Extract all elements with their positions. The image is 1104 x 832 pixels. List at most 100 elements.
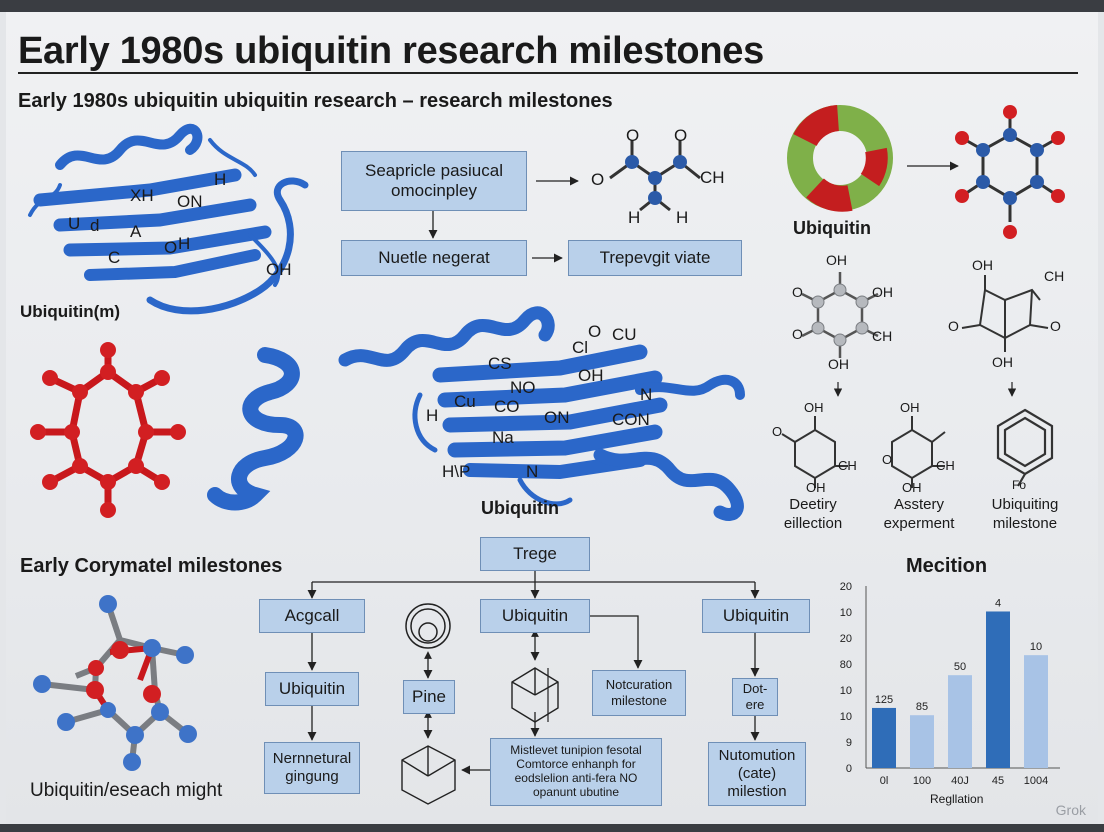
atom-label: O (882, 452, 893, 467)
atom-label: OH (578, 366, 604, 385)
atom-label: O (792, 284, 803, 300)
atom-label: CH (838, 458, 857, 473)
y-tick-label: 9 (846, 737, 852, 749)
atom-label: H (628, 208, 641, 227)
flow-box-notcuration: Notcuration milestone (592, 670, 686, 716)
protein-ribbon-topleft (28, 123, 309, 315)
grok-watermark: Grok (1055, 802, 1086, 818)
atom-label: U (68, 214, 81, 233)
molecule-b (961, 275, 1049, 352)
bar-value-label: 85 (916, 701, 928, 713)
flow-box-dot-ere: Dot- ere (732, 678, 778, 716)
top-frame (0, 0, 1104, 12)
atom-label: OH (266, 260, 292, 279)
mol-caption-ubiquiting: Ubiquiting milestone (991, 496, 1059, 532)
flow-box-ubiquitin-1: Ubiquitin (265, 672, 359, 706)
molecule-e (996, 408, 1054, 487)
y-tick-label: 20 (840, 633, 852, 645)
bottom-left-heading: Early Corymatel milestones (20, 555, 283, 577)
flow-box-seapricle: Seapricle pasiucal omocinpley (341, 151, 527, 211)
atom-label: ON (177, 192, 203, 211)
atom-label: N (526, 462, 539, 481)
atom-label: Na (492, 428, 514, 447)
atom-label: H\P (442, 462, 471, 481)
flow-box-ubiquitin-3: Ubiquitin (702, 599, 810, 633)
protein-ribbon-center (338, 306, 745, 521)
atom-label: H (676, 208, 689, 227)
flow-box-pine: Pine (403, 680, 455, 714)
bar-value-label: 10 (1030, 641, 1042, 653)
atom-label: O (772, 424, 783, 439)
atom-label: O (792, 326, 803, 342)
atom-label: O (948, 318, 959, 334)
atom-label: O (674, 126, 688, 145)
chart-bar (986, 611, 1010, 768)
x-tick-label: 100 (913, 775, 931, 787)
chart-bar (948, 675, 972, 768)
atom-label: CO (494, 397, 520, 416)
atom-label: OH (872, 284, 893, 300)
flow-box-ubiquitin-2: Ubiquitin (480, 599, 590, 633)
atom-label: Cu (454, 392, 476, 411)
ring-caption: Ubiquitin (793, 218, 871, 238)
x-tick-label: 1004 (1024, 775, 1048, 787)
y-tick-label: 20 (840, 581, 852, 593)
chart-bar (910, 715, 934, 768)
bar-value-label: 50 (954, 661, 966, 673)
ball-stick-molecule (33, 595, 197, 771)
y-tick-label: 10 (840, 711, 852, 723)
chart-bar (872, 707, 896, 768)
red-ring-molecule (30, 342, 186, 518)
atom-label: O (1050, 318, 1061, 334)
flow-box-acgcall: Acgcall (259, 599, 365, 633)
y-tick-label: 0 (846, 763, 852, 775)
protein-caption: Ubiquitin(m) (20, 302, 121, 321)
atom-label: d (90, 216, 100, 235)
chart-xlabel: Regllation (930, 792, 984, 806)
atom-label: XH (130, 186, 154, 205)
atom-label: CON (612, 410, 650, 429)
atom-label: H (214, 170, 227, 189)
atom-label: Cl (572, 338, 589, 357)
molecule-d (891, 416, 946, 488)
atom-label: ON (544, 408, 570, 427)
atom-label: OH (804, 400, 824, 415)
atom-label: Fo (1012, 478, 1027, 492)
atom-label: O (626, 126, 640, 145)
small-molecule-topcenter (609, 140, 701, 212)
atom-label: CH (872, 328, 893, 344)
x-tick-label: 40J (951, 775, 969, 787)
molecule-c (781, 416, 848, 488)
atom-label: O (591, 170, 605, 189)
flow-box-mistlevet: Mistlevet tunipion fesotal Comtorce enha… (490, 738, 662, 806)
y-tick-label: 10 (840, 685, 852, 697)
atom-label: CS (488, 354, 512, 373)
bar-value-label: 125 (875, 694, 893, 706)
cube-icon-left (401, 745, 456, 805)
atom-label: CH (936, 458, 955, 473)
atom-label: OH (972, 257, 993, 273)
mol-caption-asstery: Asstery experment (883, 496, 955, 532)
page-title: Early 1980s ubiquitin research milestone… (18, 30, 764, 72)
atom-label: CH (1044, 268, 1065, 284)
y-tick-label: 10 (840, 607, 852, 619)
atom-label: OH (828, 356, 849, 372)
center-caption: Ubiquitin (481, 498, 559, 518)
mol-caption-deetiry: Deetiry eillection (783, 496, 843, 532)
atom-label: O (164, 238, 178, 257)
title-divider (18, 72, 1078, 74)
atom-label: OH (806, 480, 826, 495)
atom-label: O (588, 322, 602, 341)
atom-label: NO (510, 378, 536, 397)
x-tick-label: 0l (880, 775, 889, 787)
atom-label: H (178, 234, 191, 253)
hexagon-molecule-topright (955, 105, 1065, 239)
ring-icon (405, 603, 451, 649)
ubiquitin-ring-model (787, 105, 893, 212)
atom-label: OH (902, 480, 922, 495)
blue-helix-ribbon (207, 347, 304, 511)
flow-box-nuetle: Nuetle negerat (341, 240, 527, 276)
x-tick-label: 45 (992, 775, 1004, 787)
atom-label: OH (992, 354, 1013, 370)
